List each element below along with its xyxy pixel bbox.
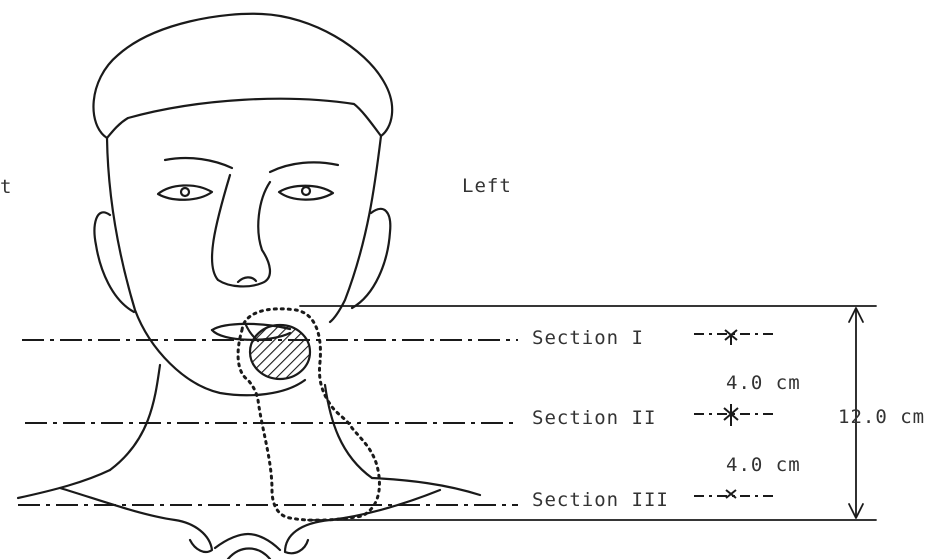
sternum-base [228,549,270,559]
nose [212,175,270,286]
right-clavicle [60,488,212,552]
nostril [238,277,256,282]
section-3-marker [726,490,736,498]
section-1-marker [725,330,737,345]
left-pupil [302,187,310,195]
right-side-label: t [0,178,12,197]
neck-left [325,385,372,478]
hair-outline [93,14,392,138]
spacing-upper-label: 4.0 cm [726,374,801,393]
left-eyebrow [270,162,338,172]
right-ear [95,212,134,312]
left-shoulder [372,478,480,495]
right-eyebrow [165,158,232,168]
tumor-target [250,325,310,379]
total-span-label: 12.0 cm [838,408,925,427]
left-clavicle [285,490,440,553]
right-shoulder [18,470,110,498]
section-2-label: Section II [532,409,656,428]
spacing-lower-label: 4.0 cm [726,456,801,475]
section-1-label: Section I [532,329,644,348]
left-side-label: Left [462,177,512,196]
right-pupil [181,188,189,196]
section-3-label: Section III [532,491,669,510]
neck-right [110,365,160,470]
